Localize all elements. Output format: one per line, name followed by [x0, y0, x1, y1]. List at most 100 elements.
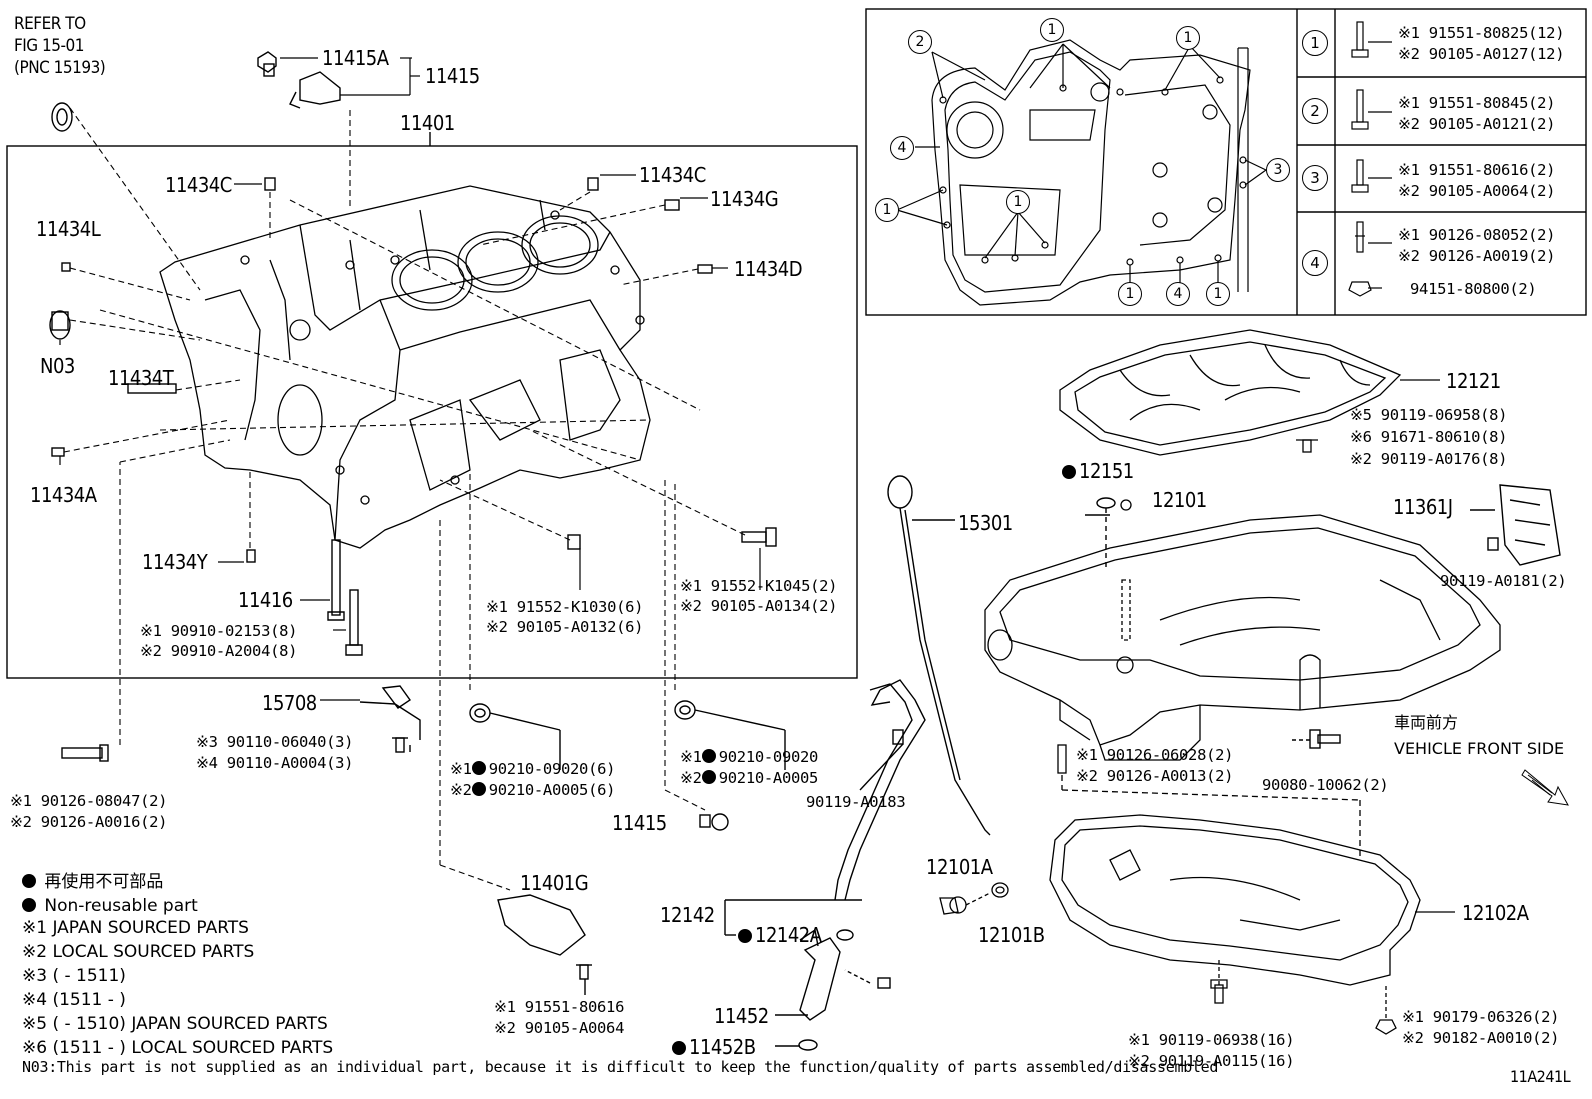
front-jp: 車両前方	[1394, 713, 1459, 732]
non-reusable-dot	[471, 782, 486, 796]
non-reusable-dot	[701, 749, 716, 763]
vehicle-front-arrow	[1521, 769, 1569, 806]
inset-callout-1-mid[interactable]: 1	[1006, 190, 1030, 214]
block-small-parts	[49, 51, 777, 656]
label-15301[interactable]: 15301	[958, 511, 1013, 535]
table-row-1-line1: ※1 91551-80825(12)	[1398, 24, 1565, 42]
label-12101[interactable]: 12101	[1152, 488, 1207, 512]
table-row-1-line2: ※2 90105-A0127(12)	[1398, 45, 1565, 63]
label-11434C-left[interactable]: 11434C	[165, 173, 232, 197]
label-12101A[interactable]: 12101A	[926, 855, 993, 879]
legend-4: ※4 (1511 - )	[22, 990, 126, 1010]
code-06028-1: ※1 90126-06028(2)	[1076, 746, 1234, 764]
label-11415A[interactable]: 11415A	[322, 46, 389, 70]
table-row-4-num: 4	[1302, 250, 1328, 276]
label-11434G[interactable]: 11434G	[710, 187, 779, 211]
oil-pan-upper	[1059, 329, 1440, 456]
label-N03[interactable]: N03	[40, 354, 75, 378]
label-11434D[interactable]: 11434D	[734, 257, 803, 281]
code-12121-6: ※6 91671-80610(8)	[1350, 428, 1508, 446]
label-12102A[interactable]: 12102A	[1462, 901, 1529, 925]
table-row-4-line2: ※2 90126-A0019(2)	[1398, 247, 1556, 265]
inset-callout-1-bottom-b[interactable]: 1	[1206, 282, 1230, 306]
code-90119-A0183: 90119-A0183	[806, 793, 906, 811]
inset-callout-1-bottom-a[interactable]: 1	[1118, 282, 1142, 306]
non-reusable-dot	[672, 1041, 686, 1055]
front-en: VEHICLE FRONT SIDE	[1394, 739, 1565, 758]
label-11452[interactable]: 11452	[714, 1004, 769, 1028]
cylinder-block-shape	[159, 185, 651, 549]
table-row-3-num: 3	[1302, 165, 1328, 191]
code-80616-1: ※1 91551-80616	[494, 998, 625, 1016]
inset-callout-3[interactable]: 3	[1266, 158, 1290, 182]
code-11416-1: ※1 90910-02153(8)	[140, 622, 298, 640]
inset-frame	[865, 8, 1587, 316]
label-15708[interactable]: 15708	[262, 691, 317, 715]
inset-callout-4-bottom[interactable]: 4	[1166, 282, 1190, 306]
table-row-3-line1: ※1 91551-80616(2)	[1398, 161, 1556, 179]
label-12101B[interactable]: 12101B	[978, 923, 1045, 947]
table-row-4-line1: ※1 90126-08052(2)	[1398, 226, 1556, 244]
label-11434T[interactable]: 11434T	[108, 366, 174, 390]
code-15708-3: ※3 90110-06040(3)	[196, 733, 354, 751]
figure-number: 11A241L	[1510, 1067, 1571, 1086]
legend-2: ※2 LOCAL SOURCED PARTS	[22, 942, 255, 962]
label-11434Y[interactable]: 11434Y	[142, 550, 208, 574]
code-06938-1: ※1 90119-06938(16)	[1128, 1031, 1295, 1049]
label-11452B[interactable]: 11452B	[672, 1036, 756, 1058]
label-11415[interactable]: 11415	[425, 64, 480, 88]
code-06326-1: ※1 90179-06326(2)	[1402, 1008, 1560, 1026]
table-row-2-line1: ※1 91551-80845(2)	[1398, 94, 1556, 112]
table-row-2-num: 2	[1302, 98, 1328, 124]
refer-line1: REFER TO	[14, 14, 86, 34]
label-11401[interactable]: 11401	[400, 111, 455, 135]
label-11434L[interactable]: 11434L	[36, 217, 101, 241]
inset-callout-1-top[interactable]: 1	[1040, 18, 1064, 42]
oil-pan-lower	[939, 744, 1455, 1035]
label-11416[interactable]: 11416	[238, 588, 293, 612]
refer-line3: (PNC 15193)	[14, 58, 106, 78]
code-90080-10062: 90080-10062(2)	[1262, 776, 1389, 794]
code-k1045-1: ※1 91552-K1045(2)	[680, 577, 838, 595]
label-12121[interactable]: 12121	[1446, 369, 1501, 393]
label-12142[interactable]: 12142	[660, 903, 715, 927]
code-11416-2: ※2 90910-A2004(8)	[140, 642, 298, 660]
code-stud-1: ※1 90126-08047(2)	[10, 792, 168, 810]
inset-callout-4-left[interactable]: 4	[890, 136, 914, 160]
table-row-1-num: 1	[1302, 30, 1328, 56]
table-row-2-line2: ※2 90105-A0121(2)	[1398, 115, 1556, 133]
legend-nonreuse-jp: 再使用不可部品	[22, 872, 163, 892]
legend-6: ※6 (1511 - ) LOCAL SOURCED PARTS	[22, 1038, 334, 1058]
legend-nonreuse-en: Non-reusable part	[22, 896, 198, 916]
label-12151[interactable]: 12151	[1062, 460, 1134, 482]
code-06326-2: ※2 90182-A0010(2)	[1402, 1029, 1560, 1047]
oil-pan	[984, 499, 1501, 761]
label-12142A[interactable]: 12142A	[738, 924, 822, 946]
legend-1: ※1 JAPAN SOURCED PARTS	[22, 918, 249, 938]
label-11415-lower[interactable]: 11415	[612, 811, 667, 835]
footnote-N03: N03:This part is not supplied as an indi…	[22, 1058, 1219, 1076]
inset-callout-1-topright[interactable]: 1	[1176, 26, 1200, 50]
non-reusable-dot	[22, 874, 36, 888]
table-row-4-line3: 94151-80800(2)	[1410, 280, 1537, 298]
inset-callout-2[interactable]: 2	[908, 30, 932, 54]
code-15708-4: ※4 90110-A0004(3)	[196, 754, 354, 772]
code-stud-2: ※2 90126-A0016(2)	[10, 813, 168, 831]
code-12121-5: ※5 90119-06958(8)	[1350, 406, 1508, 424]
label-11434A[interactable]: 11434A	[30, 483, 97, 507]
inset-callout-1-left[interactable]: 1	[875, 198, 899, 222]
label-11361J[interactable]: 11361J	[1393, 495, 1453, 519]
label-11401G[interactable]: 11401G	[520, 871, 589, 895]
inset-drawing	[896, 39, 1267, 306]
label-11434C-right[interactable]: 11434C	[639, 163, 706, 187]
inset-bolt-icons	[1348, 21, 1392, 297]
non-reusable-dot	[22, 898, 36, 912]
legend-5: ※5 ( - 1510) JAPAN SOURCED PARTS	[22, 1014, 328, 1034]
non-reusable-dot	[701, 770, 716, 784]
code-k1045-2: ※2 90105-A0134(2)	[680, 597, 838, 615]
